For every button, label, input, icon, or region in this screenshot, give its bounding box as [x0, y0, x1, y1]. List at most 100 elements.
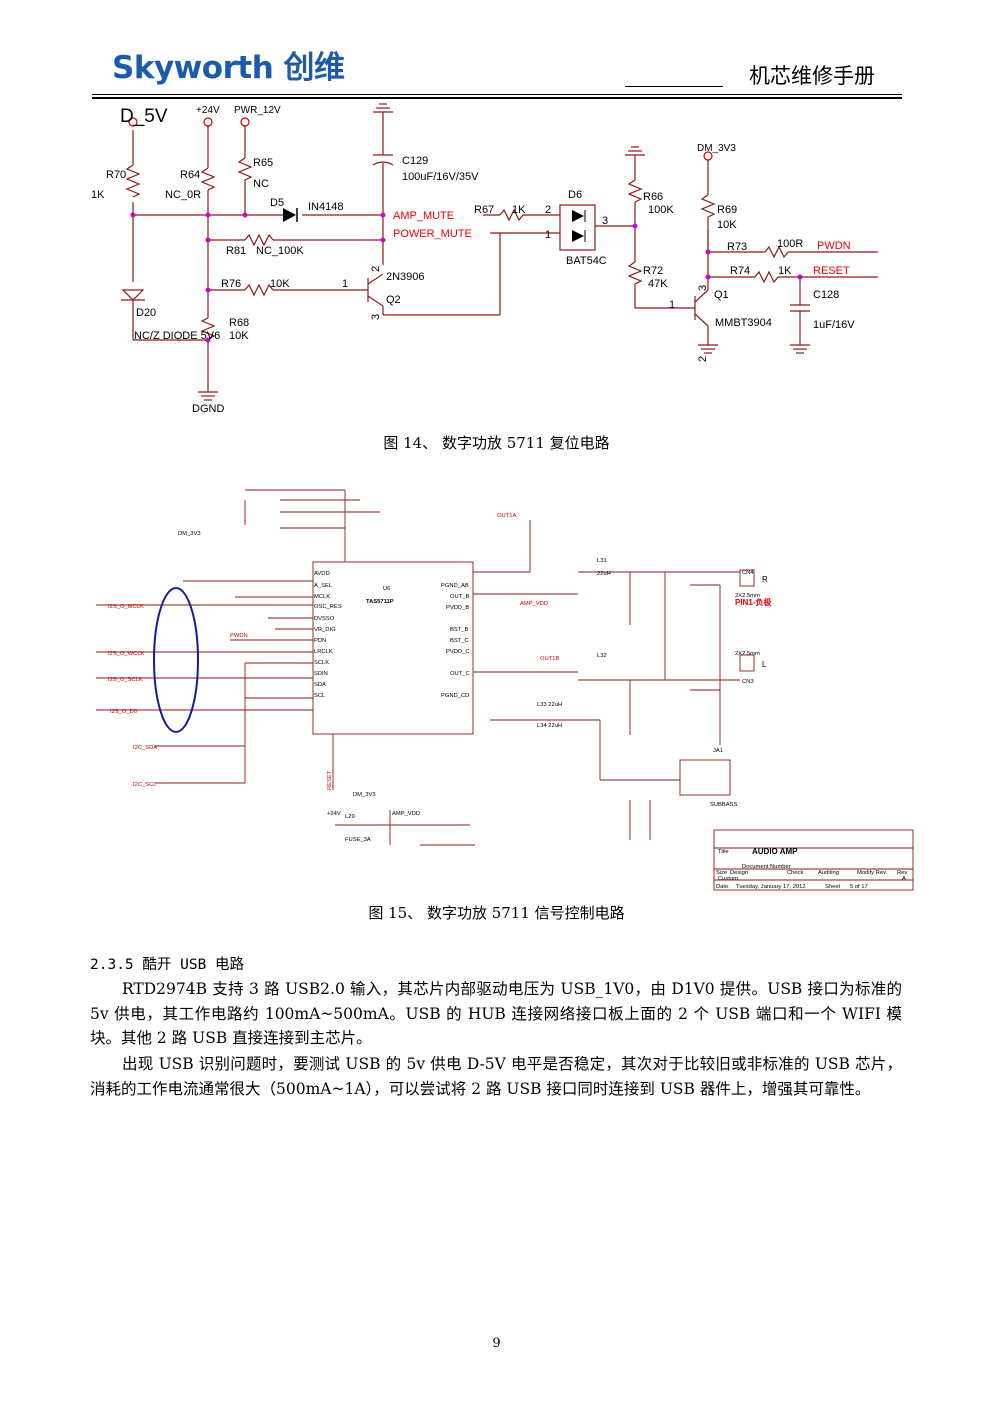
- svg-text:Modify Rev: Modify Rev: [857, 870, 886, 876]
- pin-3: 3: [602, 215, 608, 227]
- svg-text:OUT_B: OUT_B: [450, 594, 469, 600]
- svg-text:PWDN: PWDN: [230, 633, 248, 639]
- label-r70: R70: [106, 169, 126, 181]
- svg-text:5 of 17: 5 of 17: [850, 884, 868, 890]
- label-d5-part: IN4148: [308, 201, 343, 213]
- skyworth-logo: Skyworth 创维: [112, 50, 345, 86]
- svg-text:A_SEL: A_SEL: [314, 583, 333, 589]
- label-i2s-d0: I2S_O_D0: [110, 709, 137, 715]
- header-rule: [92, 94, 902, 95]
- label-r64-value: NC_0R: [165, 189, 201, 201]
- label-r67: R67: [474, 204, 494, 216]
- header-rule-thick: [92, 97, 902, 99]
- svg-text:Date:: Date:: [716, 884, 730, 890]
- svg-text:RESET: RESET: [327, 770, 333, 790]
- label-r73: R73: [727, 241, 747, 253]
- label-r69: R69: [717, 204, 737, 216]
- label-d20: D20: [136, 307, 156, 319]
- pin-2c: 2: [697, 356, 709, 362]
- svg-text:MCLK: MCLK: [314, 594, 330, 600]
- svg-text:PGND_AB: PGND_AB: [441, 583, 469, 589]
- label-dgnd: DGND: [192, 403, 224, 415]
- label-r69-value: 10K: [717, 219, 737, 231]
- svg-text:2X2.5mm: 2X2.5mm: [735, 593, 760, 599]
- svg-text:AUDIO AMP: AUDIO AMP: [752, 847, 798, 856]
- svg-text:PGND_CD: PGND_CD: [441, 693, 469, 699]
- svg-text:Custom: Custom: [718, 876, 738, 882]
- svg-text:Auditing: Auditing: [818, 870, 839, 876]
- svg-text:AMP_VDD: AMP_VDD: [392, 811, 420, 817]
- label-r64: R64: [180, 169, 200, 181]
- label-r68: R68: [229, 317, 249, 329]
- svg-text:BST_B: BST_B: [450, 627, 468, 633]
- label-reset: RESET: [813, 265, 850, 277]
- svg-text:Document Number: Document Number: [742, 864, 791, 870]
- svg-text:L29: L29: [345, 814, 355, 820]
- paragraph-usb-intro: RTD2974B 支持 3 路 USB2.0 输入，其芯片内部驱动电压为 USB…: [90, 980, 902, 1047]
- svg-text:CN4: CN4: [742, 570, 754, 576]
- label-u6: U6: [383, 586, 390, 592]
- label-tas5711: TAS5711P: [366, 599, 394, 605]
- label-amp-mute: AMP_MUTE: [393, 210, 454, 222]
- label-mmbt3904: MMBT3904: [715, 317, 772, 329]
- page-number: 9: [492, 1336, 501, 1351]
- svg-text:Sheet: Sheet: [825, 884, 841, 890]
- label-r72: R72: [643, 265, 663, 277]
- label-r66-value: 100K: [648, 204, 674, 216]
- svg-text:BST_C: BST_C: [450, 638, 469, 644]
- svg-text:AMP_VDD: AMP_VDD: [520, 601, 548, 607]
- svg-text:Tuesday, January 17, 2012: Tuesday, January 17, 2012: [736, 884, 806, 890]
- label-24v: +24V: [196, 105, 220, 116]
- svg-text:Title: Title: [718, 849, 729, 855]
- label-power-mute: POWER_MUTE: [393, 228, 472, 240]
- svg-text:DVSSO: DVSSO: [314, 616, 335, 622]
- label-i2c-scl: I2C_SCL: [133, 782, 157, 788]
- label-d5: D5: [270, 197, 284, 209]
- figure14-caption: 图 14、 数字功放 5711 复位电路: [383, 434, 610, 452]
- svg-text:PVDD_B: PVDD_B: [446, 605, 469, 611]
- label-r70-value: 1K: [91, 189, 105, 201]
- svg-text:Rev: Rev: [897, 870, 907, 876]
- svg-text:SCLK: SCLK: [314, 660, 329, 666]
- svg-text:AVDD: AVDD: [314, 571, 330, 577]
- label-r81-value: NC_100K: [256, 245, 304, 257]
- label-pwr12v: PWR_12V: [234, 105, 281, 116]
- label-i2c-sda: I2C_SDA: [133, 745, 157, 751]
- svg-text:LRCLK: LRCLK: [314, 649, 333, 655]
- svg-text:R: R: [762, 575, 768, 584]
- svg-text:OUT_C: OUT_C: [450, 671, 470, 677]
- svg-text:OUT1B: OUT1B: [540, 656, 559, 662]
- label-i2s-mclk: I2S_O_MCLK: [108, 604, 144, 610]
- svg-text:PVDD_C: PVDD_C: [446, 649, 470, 655]
- label-2n3906: 2N3906: [386, 271, 425, 283]
- svg-text:PDN: PDN: [314, 638, 326, 644]
- label-r76: R76: [221, 278, 241, 290]
- svg-text:VR_DIG: VR_DIG: [314, 627, 336, 633]
- svg-text:FUSE_3A: FUSE_3A: [345, 837, 371, 843]
- svg-text:OUT1A: OUT1A: [497, 513, 516, 519]
- amp-control-schematic: TAS5711P U6 I2S_O_MCLK I2S_O_WCLK I2S_O_…: [96, 489, 914, 891]
- pin-3b: 3: [370, 314, 382, 320]
- pin-3c: 3: [697, 285, 709, 291]
- label-r72-value: 47K: [648, 278, 668, 290]
- label-d6: D6: [568, 189, 582, 201]
- label-r81: R81: [226, 245, 246, 257]
- header-title: 机芯维修手册: [749, 64, 875, 88]
- label-r76-value: 10K: [270, 278, 290, 290]
- header-underline: [625, 86, 723, 87]
- svg-text:+24V: +24V: [327, 811, 341, 817]
- svg-text:L: L: [762, 660, 767, 669]
- label-q2: Q2: [386, 294, 401, 306]
- label-c128: C128: [813, 289, 839, 301]
- svg-text:2X2.5mm: 2X2.5mm: [735, 651, 760, 657]
- reset-circuit-schematic: D_5V +24V PWR_12V R70 1K R64 NC_0R R65 N…: [91, 103, 878, 415]
- label-c129-value: 100uF/16V/35V: [402, 171, 479, 183]
- svg-text:Size: Size: [716, 870, 727, 876]
- label-r73-value: 100R: [777, 238, 803, 250]
- label-nc-z-diode: NC/Z DIODE 5V6: [134, 330, 220, 342]
- svg-text:DM_3V3: DM_3V3: [178, 531, 201, 537]
- svg-text:L31: L31: [597, 558, 607, 564]
- svg-text:SCL: SCL: [314, 693, 326, 699]
- label-d5v: D_5V: [120, 106, 168, 127]
- pin-1b: 1: [342, 278, 348, 290]
